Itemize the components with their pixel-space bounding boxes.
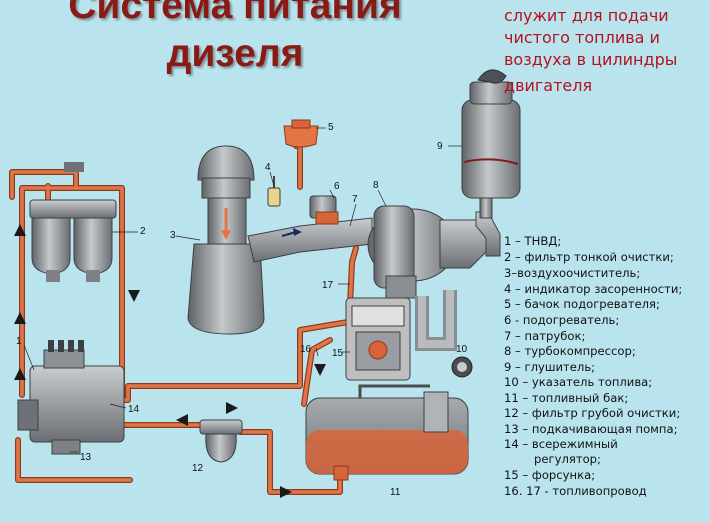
fuel-gauge (451, 356, 473, 378)
description-line-3: воздуха в цилиндры (504, 50, 678, 69)
legend-item: 2 – фильтр тонкой очистки; (504, 250, 674, 264)
legend-item: регулятор; (534, 452, 601, 466)
callout-7: 7 (352, 194, 358, 205)
flow-arrows (14, 224, 326, 498)
legend-item: 7 – патрубок; (504, 329, 586, 343)
legend-item: 10 – указатель топлива; (504, 375, 653, 389)
clog-indicator (267, 176, 281, 207)
callout-12: 12 (192, 463, 204, 474)
callout-13: 13 (80, 452, 92, 463)
muffler (461, 69, 521, 199)
coarse-filter (199, 419, 243, 463)
legend-item: 8 – турбокомпрессор; (504, 344, 636, 358)
legend-item: 1 – ТНВД; (504, 234, 562, 248)
heater (309, 195, 339, 225)
callout-17: 17 (322, 280, 334, 291)
fuel-tank (305, 384, 469, 481)
legend-item: 9 – глушитель; (504, 360, 596, 374)
air-cleaner (187, 145, 265, 335)
callout-1: 1 (16, 336, 22, 347)
exhaust-pipe (475, 195, 501, 257)
legend-item: 13 – подкачивающая помпа; (504, 422, 678, 436)
turbocharger (367, 205, 499, 299)
legend-item: 6 - подогреватель; (504, 313, 620, 327)
legend-item: 4 – индикатор засоренности; (504, 282, 683, 296)
legend-item: 15 – форсунка; (504, 468, 596, 482)
heater-tank (283, 119, 319, 148)
callout-2: 2 (140, 226, 146, 237)
callout-5: 5 (328, 122, 334, 133)
legend-item: 16. 17 - топливопровод (504, 484, 647, 498)
description-line-1: служит для подачи (504, 6, 669, 25)
callout-8: 8 (373, 180, 379, 191)
legend-item: 5 – бачок подогревателя; (504, 297, 660, 311)
callout-10: 10 (456, 344, 468, 355)
page-title-line-2: дизеля (166, 32, 304, 75)
description-line-2: чистого топлива и (504, 28, 660, 47)
legend-item: 14 – всережимный (504, 437, 618, 451)
callout-9: 9 (437, 141, 443, 152)
callout-15: 15 (332, 348, 344, 359)
callout-11: 11 (390, 487, 401, 498)
callout-4: 4 (265, 162, 271, 173)
page-title-line-1: Система питания (68, 0, 402, 27)
injector-assembly (345, 297, 411, 381)
callout-14: 14 (128, 404, 140, 415)
legend-item: 11 – топливный бак; (504, 391, 629, 405)
legend-item: 12 – фильтр грубой очистки; (504, 406, 681, 420)
exhaust-return-pipe (415, 290, 457, 351)
injection-pump (17, 340, 125, 455)
callout-labels: 1 2 3 4 5 6 7 8 9 10 11 12 13 14 15 16 1… (16, 122, 468, 498)
legend-item: 3–воздухоочиститель; (504, 266, 641, 280)
callout-16: 16 (300, 344, 312, 355)
fine-filter (29, 162, 117, 282)
description-line-4: двигателя (504, 76, 593, 95)
callout-3: 3 (170, 230, 176, 241)
callout-6: 6 (334, 181, 340, 192)
